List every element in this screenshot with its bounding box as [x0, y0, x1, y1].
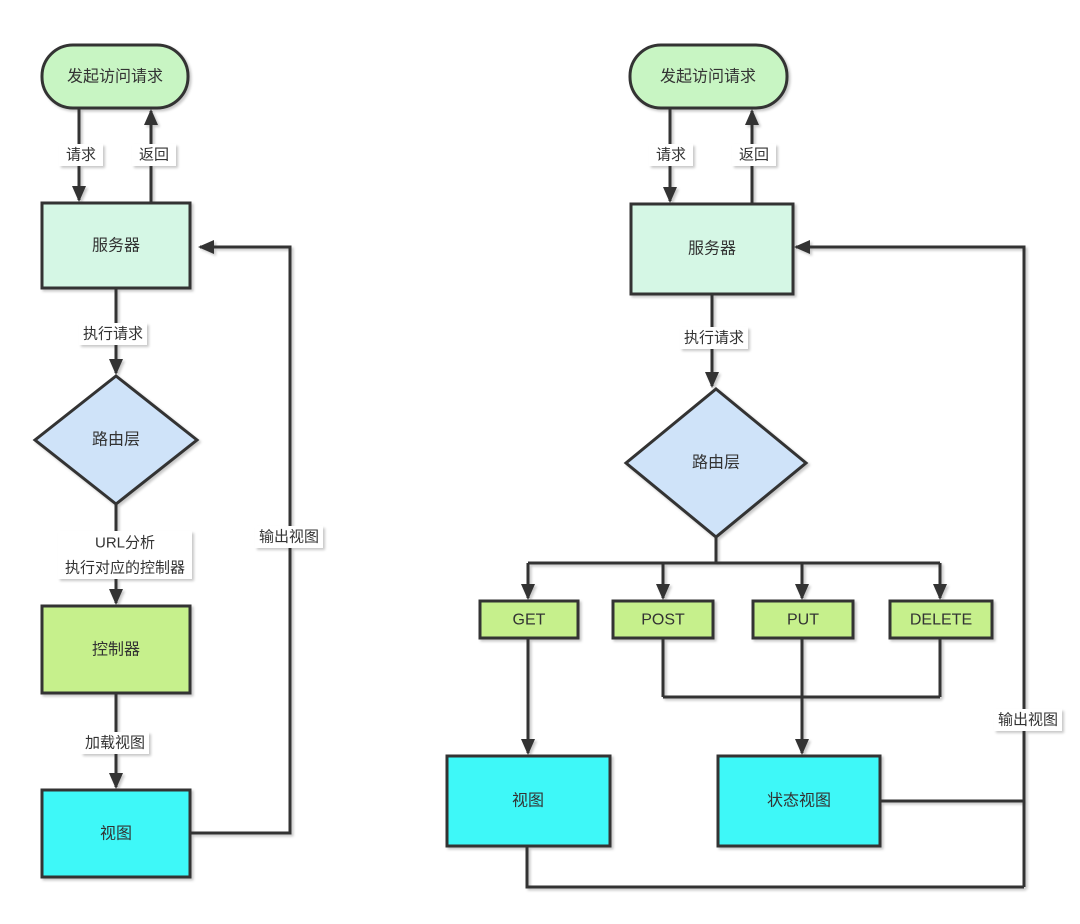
right-start-terminator	[628, 43, 789, 110]
right-post-box	[611, 599, 715, 640]
right-view-label: 视图	[512, 792, 544, 810]
svg-text:执行对应的控制器: 执行对应的控制器	[65, 559, 185, 577]
left-start-terminator	[40, 43, 190, 110]
right-status-view-label: 状态视图	[767, 792, 831, 810]
left-edge-url-label: URL分析 执行对应的控制器	[58, 531, 192, 579]
right-put-label: PUT	[787, 612, 819, 629]
right-router-diamond	[623, 387, 809, 539]
left-view-label: 视图	[100, 825, 132, 843]
right-server-box	[629, 202, 795, 296]
right-status-view-box	[716, 754, 882, 848]
right-start-label: 发起访问请求	[660, 68, 756, 86]
left-start-label: 发起访问请求	[67, 68, 163, 86]
svg-text:加载视图: 加载视图	[85, 735, 145, 752]
svg-text:请求: 请求	[66, 147, 96, 164]
left-flowchart: 发起访问请求 服务器 路由层 控制器 视图 请求 返回 执行请求 URL分析 执…	[32, 43, 323, 879]
left-edge-request-label: 请求	[59, 144, 103, 166]
left-edge-load-view-label: 加载视图	[81, 732, 149, 754]
svg-text:URL分析: URL分析	[95, 535, 155, 552]
right-server-label: 服务器	[688, 240, 736, 258]
left-router-diamond	[32, 374, 200, 506]
right-view-out-line	[525, 846, 1024, 889]
right-delete-label: DELETE	[910, 612, 972, 629]
right-edge-return-label: 返回	[732, 144, 776, 166]
right-edge-request-label: 请求	[649, 144, 693, 166]
left-controller-label: 控制器	[92, 641, 140, 659]
svg-text:输出视图: 输出视图	[259, 529, 319, 546]
svg-text:请求: 请求	[656, 147, 686, 164]
right-delete-box	[888, 599, 994, 640]
left-router-label: 路由层	[92, 431, 140, 449]
right-edge-execute-label: 执行请求	[680, 327, 748, 349]
right-view-box	[445, 754, 612, 848]
right-router-label: 路由层	[692, 454, 740, 472]
left-view-box	[40, 788, 192, 879]
right-get-label: GET	[513, 612, 546, 629]
right-put-box	[751, 599, 855, 640]
svg-text:返回: 返回	[739, 147, 769, 164]
svg-text:返回: 返回	[139, 147, 169, 164]
right-get-box	[478, 599, 580, 640]
svg-text:执行请求: 执行请求	[83, 326, 143, 343]
svg-text:输出视图: 输出视图	[998, 712, 1058, 729]
right-post-label: POST	[641, 612, 685, 629]
left-edge-execute-label: 执行请求	[79, 323, 147, 345]
left-controller-box	[40, 604, 192, 695]
right-edge-output-view-arrow	[794, 240, 1026, 887]
right-flowchart: 发起访问请求 服务器 路由层 GET POST PUT DELETE 视图 状态…	[445, 43, 1062, 889]
svg-text:执行请求: 执行请求	[684, 330, 744, 347]
left-server-box	[40, 201, 192, 290]
left-server-label: 服务器	[92, 237, 140, 255]
left-edge-return-label: 返回	[132, 144, 176, 166]
left-edge-output-view-label: 输出视图	[255, 526, 323, 548]
right-edge-output-view-label: 输出视图	[994, 709, 1062, 731]
